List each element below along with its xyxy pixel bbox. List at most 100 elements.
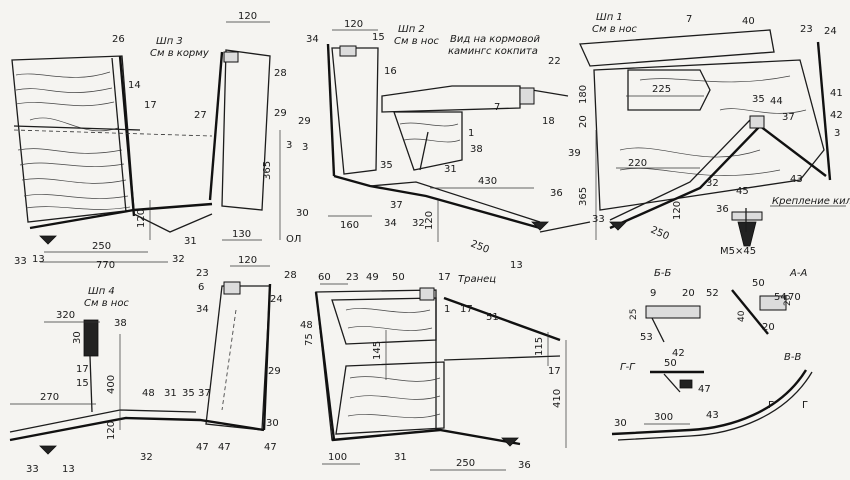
frame-4-title: Шп 4 bbox=[88, 286, 115, 297]
section-gg-cleat bbox=[679, 379, 693, 389]
keel-fastening-caption: Крепление киля bbox=[772, 196, 850, 207]
frame-1-dim-365-text: 365 bbox=[578, 187, 589, 206]
frame-4-subtitle: См в нос bbox=[84, 298, 129, 309]
frame-1-side-batten bbox=[816, 41, 832, 181]
coaming-title: Вид на кормовой bbox=[450, 34, 540, 45]
frame-1-label-35: 35 bbox=[752, 94, 765, 105]
frame-4-label-23: 23 bbox=[196, 268, 209, 279]
section-aa-label-20b: 20 bbox=[762, 322, 775, 333]
frame-3-wood-grain bbox=[15, 71, 131, 210]
frame-4-web bbox=[205, 285, 271, 431]
frame-4-view: Шп 4 См в нос 120 320 30 400 270 120 23 … bbox=[9, 255, 297, 475]
frame-2-label-36: 36 bbox=[550, 188, 563, 199]
frame-1-dim-225-text: 225 bbox=[652, 84, 671, 95]
section-bb-title: Б-Б bbox=[654, 268, 671, 279]
frame-4-label-37: 37 bbox=[198, 388, 211, 399]
frame-1-label-40: 40 bbox=[742, 16, 755, 27]
transom-label-1: 1 bbox=[444, 304, 450, 315]
frame-4-dim-320-text: 320 bbox=[56, 310, 75, 321]
frame-3-label-30: 30 bbox=[296, 208, 309, 219]
frame-2-label-32: 32 bbox=[412, 218, 425, 229]
frame-1-label-37: 37 bbox=[782, 112, 795, 123]
frame-4-label-35: 35 bbox=[182, 388, 195, 399]
keel-fastening-keel bbox=[737, 221, 757, 247]
frame-2-label-29: 29 bbox=[298, 116, 311, 127]
frame-2-label-3: 3 bbox=[302, 142, 308, 153]
frame-3-view: Шп 3 См в корму 120 365 250 770 130 О bbox=[11, 11, 309, 271]
transom-stringer bbox=[443, 355, 561, 361]
frame-3-label-28: 28 bbox=[274, 68, 287, 79]
frame-1-view: Шп 1 См в нос 225 180 20 220 365 120 250… bbox=[548, 12, 843, 243]
frame-2-label-35: 35 bbox=[380, 160, 393, 171]
keel-fastening-plate bbox=[731, 211, 763, 221]
frame-1-knee bbox=[749, 115, 765, 129]
frame-2-top-knee bbox=[339, 45, 357, 57]
frame-2-label-31: 31 bbox=[444, 164, 457, 175]
section-bb-label-53: 53 bbox=[640, 332, 653, 343]
frame-2-web-edge bbox=[326, 43, 336, 177]
coaming-label-38: 38 bbox=[470, 144, 483, 155]
frame-1-subtitle: См в нос bbox=[592, 24, 637, 35]
section-bb-plank bbox=[645, 305, 701, 319]
coaming-block bbox=[393, 111, 463, 171]
transom-upper-block bbox=[331, 297, 437, 345]
frame-4-dim-270-text: 270 bbox=[40, 392, 59, 403]
frame-1-dim-220-text: 220 bbox=[628, 158, 647, 169]
frame-3-floor bbox=[133, 213, 213, 233]
frame-1-label-43: 43 bbox=[790, 174, 803, 185]
frame-3-inner-batten bbox=[111, 57, 127, 213]
frame-4-label-33: 33 bbox=[26, 464, 39, 475]
frame-3-bottom bbox=[29, 202, 213, 230]
transom-dim-75: 75 bbox=[304, 333, 315, 346]
frame-3-dim-120-text: 120 bbox=[238, 11, 257, 22]
frame-3-web bbox=[221, 49, 271, 211]
frame-2-dim-430-text: 430 bbox=[478, 176, 497, 187]
transom-label-51: 51 bbox=[486, 312, 499, 323]
section-bb: Б-Б 9 20 52 25 53 42 bbox=[629, 268, 719, 359]
section-vv-label-300: 300 bbox=[654, 412, 673, 423]
frame-4-label-30: 30 bbox=[266, 418, 279, 429]
frame-1-label-24: 24 bbox=[824, 26, 837, 37]
transom-lower-block bbox=[335, 361, 445, 435]
frame-4-label-6: 6 bbox=[198, 282, 204, 293]
frame-3-dim-130-text: 130 bbox=[232, 229, 251, 240]
frame-3-label-32: 32 bbox=[172, 254, 185, 265]
frame-2-outer-plank bbox=[539, 221, 591, 233]
frame-4-dim-120-text: 120 bbox=[238, 255, 257, 266]
coaming-subtitle: камингс кокпита bbox=[448, 46, 538, 57]
transom-label-31: 31 bbox=[394, 452, 407, 463]
section-bb-label-9: 9 bbox=[650, 288, 656, 299]
section-gg: Г-Г 50 47 bbox=[620, 358, 711, 395]
transom-label-50: 50 bbox=[392, 272, 405, 283]
transom-dim-115-text: 115 bbox=[534, 337, 545, 356]
transom-label-17b: 17 bbox=[460, 304, 473, 315]
frame-4-label-48: 48 bbox=[142, 388, 155, 399]
frame-4-label-15: 15 bbox=[76, 378, 89, 389]
section-aa-label-70: 70 bbox=[788, 292, 801, 303]
frame-3-waterline: ОЛ bbox=[286, 234, 301, 245]
section-aa-plank bbox=[759, 295, 787, 311]
transom-dim-250-text: 250 bbox=[456, 458, 475, 469]
transom-label-49: 49 bbox=[366, 272, 379, 283]
frame-3-label-29: 29 bbox=[274, 108, 287, 119]
frame-1-title: Шп 1 bbox=[596, 12, 623, 23]
frame-4-label-29: 29 bbox=[268, 366, 281, 377]
frame-3-label-26: 26 bbox=[112, 34, 125, 45]
frame-3-stringer bbox=[13, 125, 141, 131]
frame-3-hidden-line bbox=[13, 129, 213, 137]
transom-dim-100-text: 100 bbox=[328, 452, 347, 463]
section-gg-rib bbox=[663, 373, 681, 393]
frame-1-label-39: 39 bbox=[568, 148, 581, 159]
transom-bottom bbox=[331, 428, 521, 446]
section-vv-title: В-В bbox=[784, 352, 801, 363]
frame-3-label-13: 13 bbox=[32, 254, 45, 265]
frame-2-label-34b: 34 bbox=[384, 218, 397, 229]
frame-4-bottom bbox=[9, 416, 265, 442]
coaming-bolt bbox=[419, 131, 429, 171]
frame-1-label-32: 32 bbox=[706, 178, 719, 189]
transom-label-48: 48 bbox=[300, 320, 313, 331]
keel-fastening-bolt-text: М5×45 bbox=[720, 246, 756, 257]
frame-4-label-47c: 47 bbox=[264, 442, 277, 453]
frame-3-top-knee bbox=[223, 51, 239, 63]
